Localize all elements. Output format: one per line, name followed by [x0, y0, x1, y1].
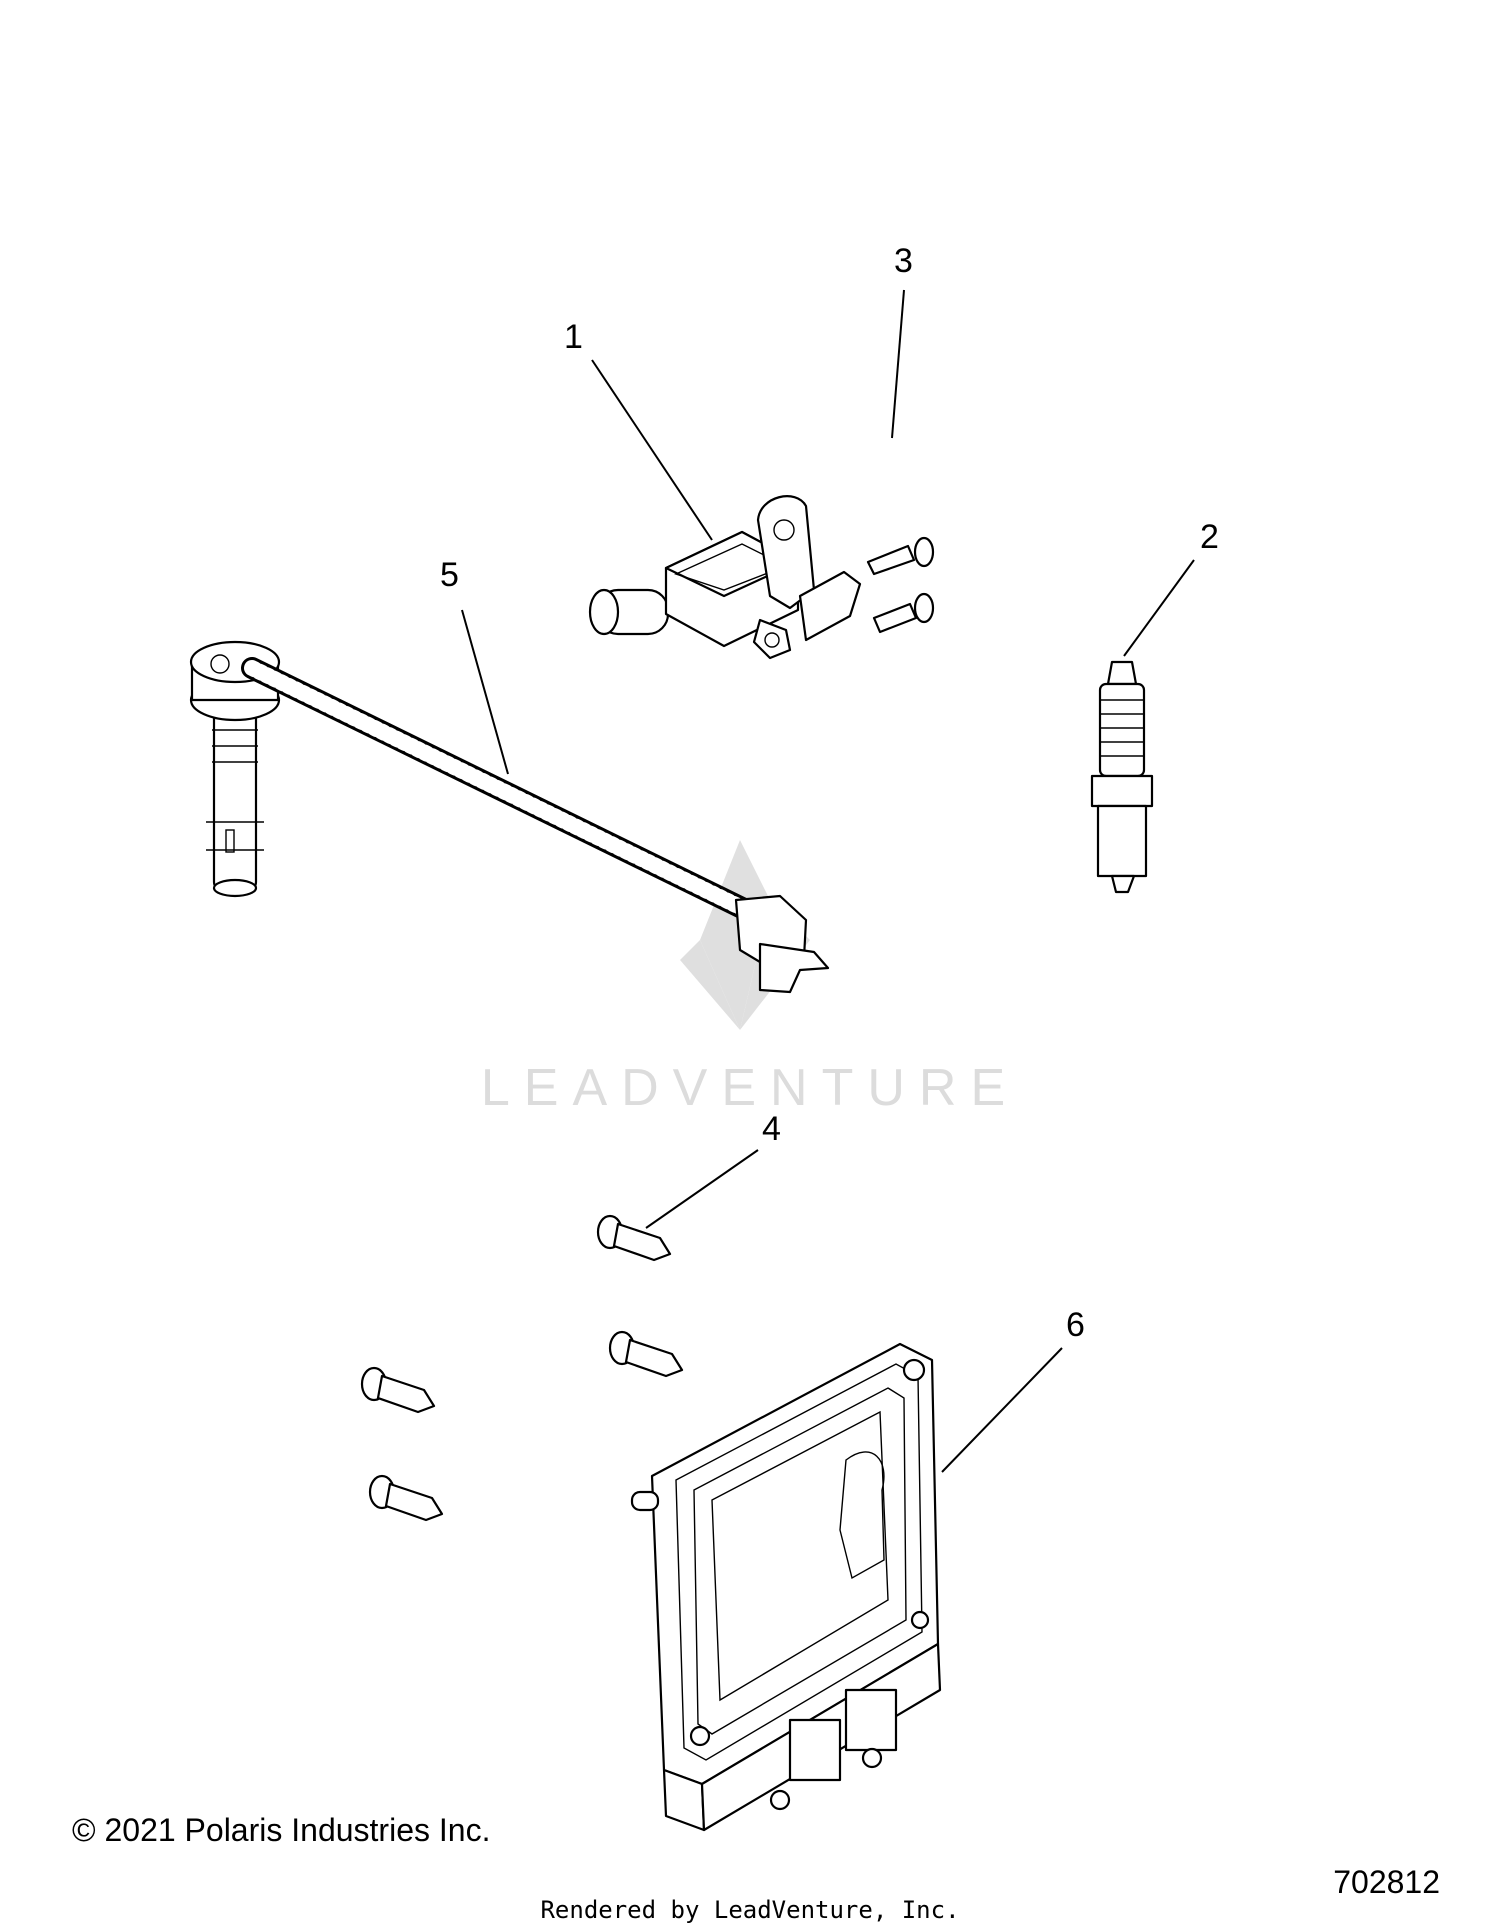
ignition-coil [588, 495, 862, 660]
rendered-by-credit: Rendered by LeadVenture, Inc. [540, 1896, 960, 1924]
coil-mounting-screws [866, 536, 935, 634]
leader-lines [461, 289, 1195, 1473]
callout-5: 5 [440, 556, 459, 594]
spark-plug [1090, 660, 1154, 894]
ecu-module [630, 1342, 942, 1832]
watermark-text: LEADVENTURE [480, 1059, 1020, 1117]
leader-line-3 [891, 289, 905, 439]
diagram-number: 702812 [1333, 1864, 1440, 1900]
ecu-mounting-screws [360, 1214, 684, 1522]
leader-line-4 [645, 1149, 759, 1229]
leader-line-6 [941, 1347, 1063, 1473]
leader-line-1 [591, 359, 713, 541]
callout-1: 1 [564, 318, 583, 356]
leader-line-2 [1123, 559, 1195, 657]
callout-6: 6 [1066, 1306, 1085, 1344]
leader-line-5 [461, 609, 509, 775]
callout-4: 4 [762, 1110, 781, 1148]
spark-plug-wire [189, 640, 830, 994]
callout-2: 2 [1200, 518, 1219, 556]
copyright-notice: © 2021 Polaris Industries Inc. [72, 1812, 491, 1848]
callout-3: 3 [894, 242, 913, 280]
